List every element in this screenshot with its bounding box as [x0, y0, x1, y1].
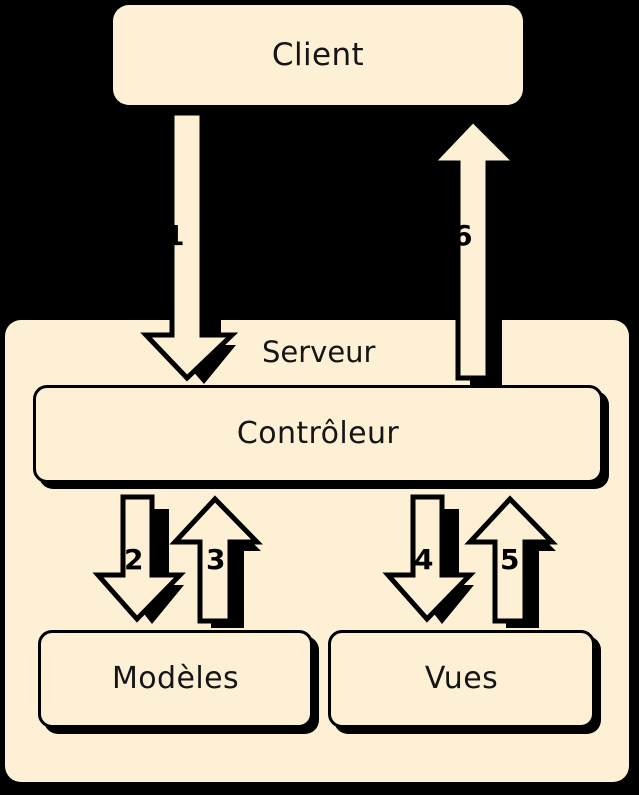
node-controller-label: Contrôleur: [236, 416, 400, 451]
node-models[interactable]: Modèles: [38, 630, 313, 728]
arrow-down-icon-2: [92, 494, 198, 633]
arrow-up-icon-5: [464, 495, 570, 633]
arrow-label-4: 4: [414, 543, 434, 576]
node-controller[interactable]: Contrôleur: [33, 385, 603, 483]
arrow-up-icon-3: [169, 495, 275, 633]
arrow-down-icon-4: [382, 494, 488, 633]
node-views-label: Vues: [424, 661, 499, 696]
arrow-label-3: 3: [206, 543, 226, 576]
arrow-down-icon-1: [140, 110, 254, 393]
arrow-label-6: 6: [453, 219, 473, 252]
node-client-label: Client: [271, 36, 365, 73]
node-server-label: Serveur: [262, 335, 376, 369]
arrow-up-icon-6: [426, 116, 540, 390]
node-client[interactable]: Client: [113, 5, 523, 105]
arrow-label-2: 2: [124, 543, 144, 576]
arrow-label-5: 5: [500, 543, 520, 576]
arrow-label-1: 1: [165, 219, 185, 252]
node-models-label: Modèles: [112, 661, 239, 696]
node-views[interactable]: Vues: [328, 630, 595, 728]
